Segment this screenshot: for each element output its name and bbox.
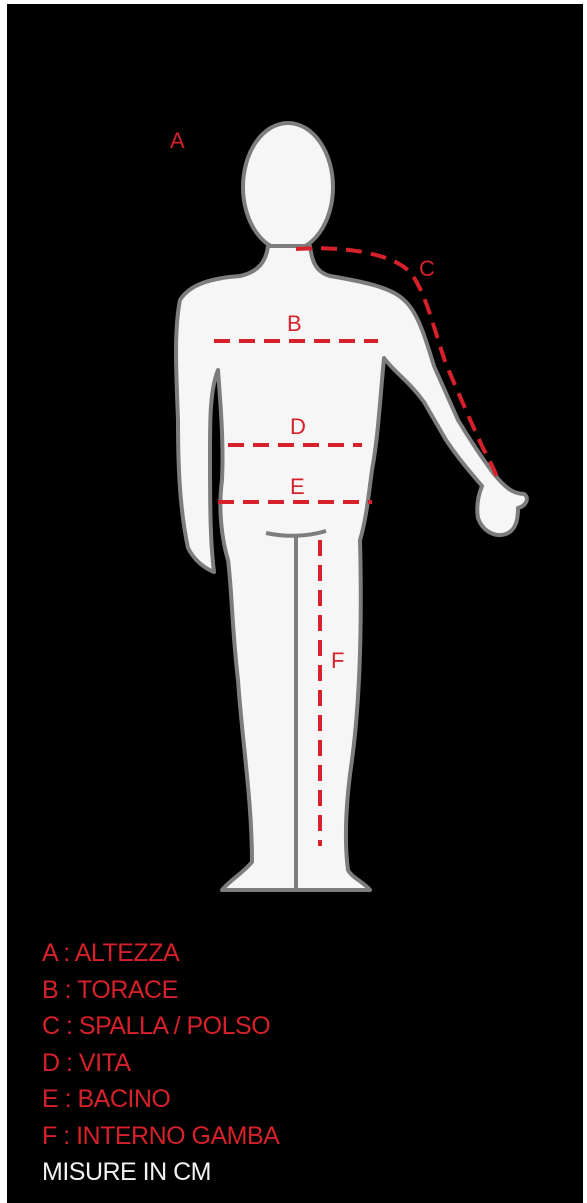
units-note: MISURE IN CM: [42, 1154, 279, 1191]
legend-item-c: C : SPALLA / POLSO: [42, 1008, 279, 1045]
label-f: F: [331, 648, 344, 673]
label-b: B: [287, 311, 302, 336]
legend-item-e: E : BACINO: [42, 1081, 279, 1118]
legend-item-d: D : VITA: [42, 1045, 279, 1082]
head-shape: [243, 123, 333, 251]
legend-item-f: F : INTERNO GAMBA: [42, 1118, 279, 1155]
label-e: E: [290, 474, 305, 499]
body-silhouette: [176, 123, 527, 890]
legend-item-a: A : ALTEZZA: [42, 935, 279, 972]
label-c: C: [419, 256, 435, 281]
measurement-legend: A : ALTEZZA B : TORACE C : SPALLA / POLS…: [42, 935, 279, 1191]
label-a: A: [170, 128, 185, 153]
legend-item-b: B : TORACE: [42, 972, 279, 1009]
label-d: D: [290, 414, 306, 439]
